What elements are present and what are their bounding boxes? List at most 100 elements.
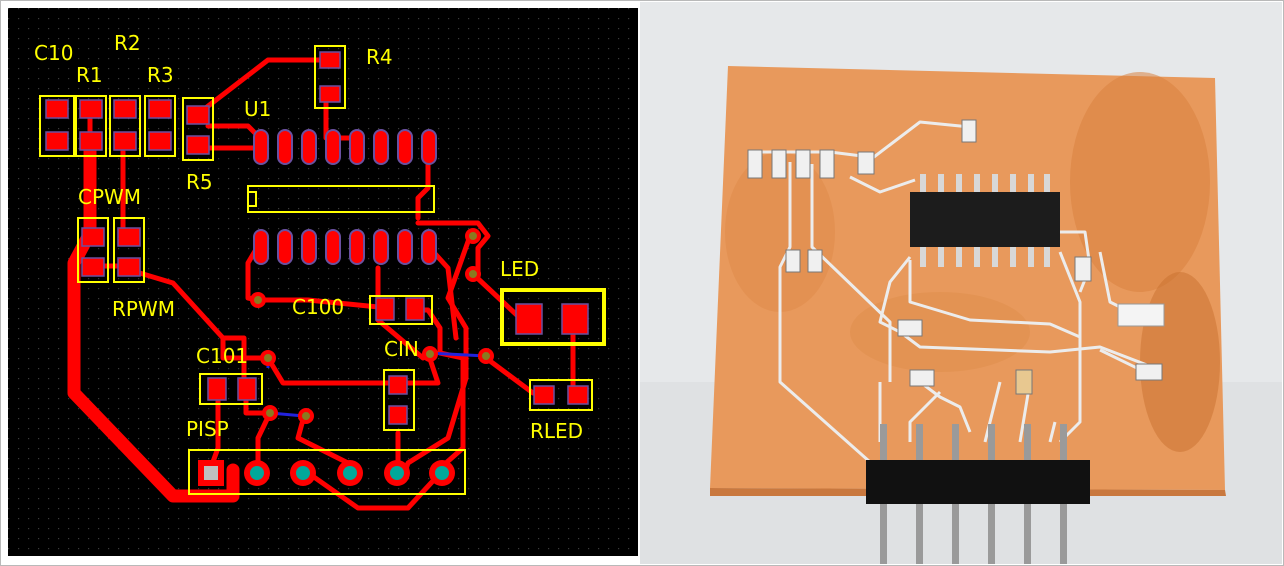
smd-part — [909, 369, 935, 387]
pisp-pin-hole — [250, 466, 264, 480]
chip-leg — [1010, 174, 1016, 192]
r1-pad — [79, 99, 103, 119]
chip-leg — [956, 247, 962, 267]
flux-stain — [1070, 72, 1210, 292]
vias — [250, 228, 494, 424]
pisp-pin-1-hole — [204, 466, 218, 480]
header-body — [866, 460, 1090, 504]
c101-pad — [237, 377, 257, 401]
u1-pin — [277, 229, 293, 265]
chip-leg — [974, 247, 980, 267]
u1-pads — [253, 129, 437, 265]
r3-pad — [148, 99, 172, 119]
trace-pisp-3 — [301, 467, 446, 511]
via — [298, 408, 314, 424]
u1-pin — [373, 229, 389, 265]
c101-pad — [207, 377, 227, 401]
flux-stain — [1140, 272, 1220, 452]
photo-trace — [899, 330, 1161, 372]
trace-led-via — [400, 233, 473, 481]
photo-trace — [849, 175, 916, 194]
pcb-layout: C10 R1 R2 R3 R4 R5 U1 CPWM RPWM C100 C10… — [8, 8, 638, 556]
via — [478, 348, 494, 364]
photo-trace — [908, 390, 942, 442]
u1-pin — [421, 129, 437, 165]
header-pin — [1024, 424, 1031, 460]
via — [465, 266, 481, 282]
label-pisp: PISP — [186, 417, 229, 441]
cpwm-pad — [81, 257, 105, 277]
label-c101: C101 — [196, 344, 248, 368]
c10-pad — [45, 99, 69, 119]
smd-part — [771, 149, 787, 179]
smd-part — [807, 249, 823, 273]
u1-pin — [397, 229, 413, 265]
smd-pads — [45, 51, 589, 425]
smd-part — [857, 151, 875, 175]
board-photo — [640, 2, 1282, 564]
silkscreen-labels: C10 R1 R2 R3 R4 R5 U1 CPWM RPWM C100 C10… — [34, 31, 583, 443]
header-pin — [952, 504, 959, 564]
u1-pin — [397, 129, 413, 165]
header-pin — [988, 424, 995, 460]
pisp-outline — [188, 449, 466, 495]
photo-trace — [1058, 251, 1082, 444]
header-pin — [880, 504, 887, 564]
c10-pad — [45, 131, 69, 151]
chip-leg — [1028, 174, 1034, 192]
u1-pin — [277, 129, 293, 165]
header-pin — [1024, 504, 1031, 564]
u1-pin — [301, 129, 317, 165]
header-pins — [880, 424, 1067, 564]
header-pin — [916, 424, 923, 460]
r2-pad — [113, 131, 137, 151]
trace-c101 — [265, 350, 441, 386]
smd-part — [1015, 369, 1033, 395]
via — [422, 346, 438, 362]
via — [260, 350, 276, 366]
r4-outline — [314, 45, 346, 109]
rpwm-pad — [117, 227, 141, 247]
header-pin — [1060, 424, 1067, 460]
chip-leg — [1028, 247, 1034, 267]
chip-leg — [956, 174, 962, 192]
chip-legs — [920, 174, 1050, 267]
label-r1: R1 — [76, 63, 103, 87]
chip-leg — [1010, 247, 1016, 267]
photo-trace — [919, 380, 972, 433]
r1-outline — [75, 95, 107, 157]
silkscreen-outlines — [39, 45, 606, 431]
header-pin — [988, 504, 995, 564]
label-c100: C100 — [292, 295, 344, 319]
chip-leg — [920, 174, 926, 192]
led-outline — [500, 288, 606, 346]
r3-pad — [148, 131, 172, 151]
chip-leg — [938, 247, 944, 267]
c101-outline — [199, 373, 263, 405]
header-pin — [916, 504, 923, 564]
u1-pin — [253, 129, 269, 165]
rled-pad — [567, 385, 589, 405]
smd-part — [785, 249, 801, 273]
chip-leg — [1044, 174, 1050, 192]
c10-outline — [39, 95, 75, 157]
photo-trace — [1048, 421, 1057, 443]
trace-c100-left — [255, 297, 391, 311]
copper-traces — [67, 57, 576, 511]
led-pad — [561, 303, 589, 335]
u1-notch — [247, 191, 257, 207]
rled-outline — [529, 379, 593, 411]
c100-pad — [405, 297, 425, 321]
u1-pin — [301, 229, 317, 265]
u1-pin — [253, 229, 269, 265]
trace-pisp-2 — [255, 410, 273, 473]
chip-body — [910, 192, 1060, 247]
r4-pad — [319, 85, 341, 103]
chip-leg — [992, 174, 998, 192]
label-led: LED — [500, 257, 539, 281]
r5-outline — [182, 97, 214, 161]
r2-outline — [109, 95, 141, 157]
photo-trace — [778, 162, 871, 464]
trace-rled-cin — [483, 355, 536, 396]
header-pin — [1060, 504, 1067, 564]
